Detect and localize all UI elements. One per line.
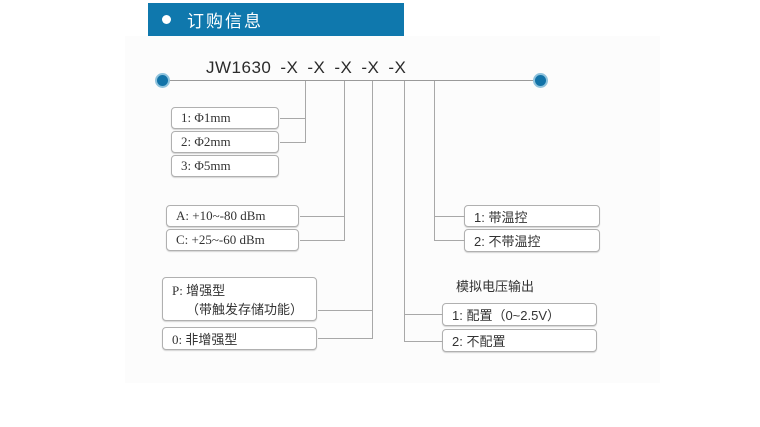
connector-analog-vertical xyxy=(404,81,405,337)
connector-enhanced-bracket-vertical xyxy=(372,310,373,338)
connector-aperture-bracket-vertical xyxy=(305,118,306,143)
connector-temp-vertical xyxy=(434,81,435,236)
connector-power-leg-a xyxy=(300,216,345,217)
connector-enhanced-vertical xyxy=(372,81,373,337)
model-code-suffix-3: -X xyxy=(334,58,353,77)
option-box-enhanced-p-line1: P: 增强型 xyxy=(172,283,226,298)
bullet-dot-icon xyxy=(162,15,171,24)
connector-aperture-vertical xyxy=(305,81,306,139)
connector-power-leg-c xyxy=(300,240,345,241)
option-box-temp-1[interactable]: 1: 带温控 xyxy=(464,205,600,227)
model-code-suffix-2: -X xyxy=(307,58,326,77)
node-dot-icon-left xyxy=(155,73,170,88)
model-code-suffix-4: -X xyxy=(361,58,380,77)
option-box-enhanced-p-line2: （带触发存储功能） xyxy=(186,301,304,317)
option-box-aperture-2[interactable]: 2: Φ2mm xyxy=(171,131,279,153)
connector-enhanced-leg-0 xyxy=(318,338,373,339)
option-box-enhanced-p[interactable]: P: 增强型 （带触发存储功能） xyxy=(162,277,317,321)
analog-output-group-label: 模拟电压输出 xyxy=(456,279,535,294)
model-code: JW1630 -X -X -X -X -X xyxy=(206,58,406,78)
option-box-analog-2[interactable]: 2: 不配置 xyxy=(442,329,597,352)
model-code-suffix-5: -X xyxy=(388,58,407,77)
option-box-aperture-3[interactable]: 3: Φ5mm xyxy=(171,155,279,177)
connector-temp-bracket-vertical xyxy=(434,216,435,241)
option-box-temp-2[interactable]: 2: 不带温控 xyxy=(464,229,600,252)
model-code-suffix-1: -X xyxy=(280,58,299,77)
section-title: 订购信息 xyxy=(187,12,263,31)
section-header: 订购信息 xyxy=(148,3,404,36)
option-box-power-a[interactable]: A: +10~-80 dBm xyxy=(166,205,299,227)
option-box-power-c[interactable]: C: +25~-60 dBm xyxy=(166,229,299,251)
connector-power-bracket-vertical xyxy=(344,216,345,241)
code-spine-line xyxy=(162,80,540,81)
model-code-base: JW1630 xyxy=(206,58,272,77)
connector-temp-leg-1 xyxy=(434,216,465,217)
connector-analog-leg-2 xyxy=(404,341,443,342)
connector-analog-bracket-vertical xyxy=(404,314,405,341)
connector-temp-leg-2 xyxy=(434,240,465,241)
model-code-row: JW1630 -X -X -X -X -X xyxy=(150,58,570,84)
connector-enhanced-leg-p xyxy=(318,310,373,311)
option-box-analog-1[interactable]: 1: 配置（0~2.5V） xyxy=(442,303,597,326)
option-box-enhanced-0[interactable]: 0: 非增强型 xyxy=(162,327,317,350)
connector-aperture-leg-2 xyxy=(280,142,306,143)
connector-analog-leg-1 xyxy=(404,314,443,315)
node-dot-icon-right xyxy=(533,73,548,88)
option-box-aperture-1[interactable]: 1: Φ1mm xyxy=(171,107,279,129)
connector-power-vertical xyxy=(344,81,345,236)
connector-aperture-leg-1 xyxy=(280,118,306,119)
